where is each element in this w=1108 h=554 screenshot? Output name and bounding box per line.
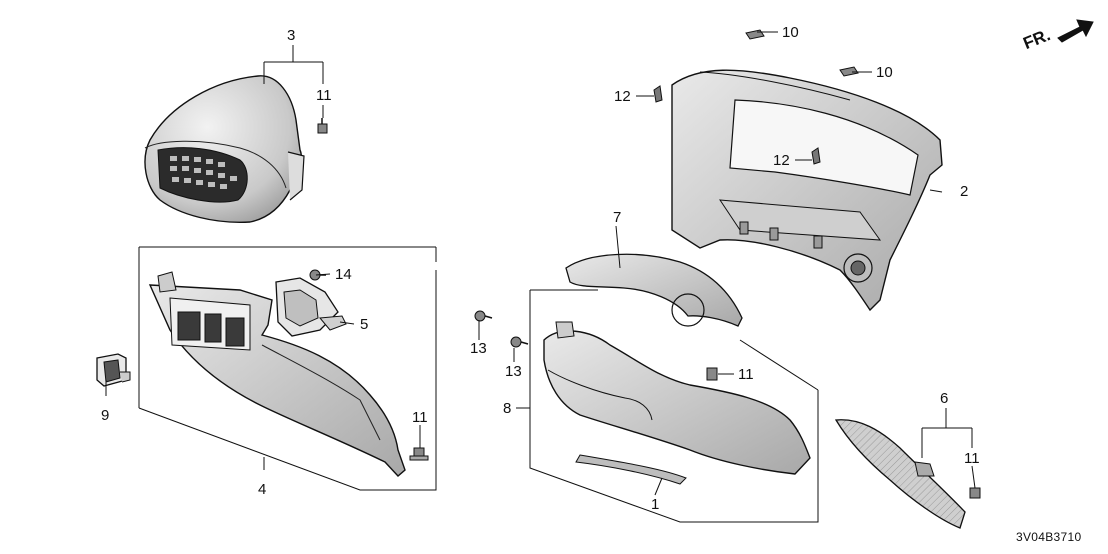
clip-10-a: [745, 29, 765, 40]
part-4-lower-panel: [148, 271, 406, 477]
part-5-bracket: [275, 277, 347, 337]
group-frame-lines: [138, 61, 973, 523]
callout-11-c: 11: [412, 409, 428, 426]
callout-10-a: 10: [782, 24, 799, 41]
clip-11-center: [706, 367, 718, 381]
callout-5: 5: [360, 316, 369, 333]
clip-12-b: [811, 147, 821, 165]
callout-12-b: 12: [773, 152, 790, 169]
part-9-clip: [96, 353, 131, 387]
clip-13-b: [510, 336, 529, 348]
part-6-side-cover: [834, 419, 966, 529]
callout-10-b: 10: [876, 64, 893, 81]
part-3-meter-visor: [144, 75, 305, 223]
callout-14: 14: [335, 266, 352, 283]
clip-10-b: [839, 66, 859, 77]
clip-11-left-lower: [409, 447, 429, 461]
callout-8: 8: [503, 400, 512, 417]
callout-11-d: 11: [964, 450, 980, 467]
leader-lines: [105, 31, 976, 496]
drawing-code: 3V04B3710: [1016, 530, 1082, 544]
callout-13-a: 13: [470, 340, 487, 357]
clip-11-top-left: [317, 118, 328, 134]
part-7-column-cover: [565, 253, 743, 327]
clip-13-a: [474, 310, 493, 322]
callout-6: 6: [940, 390, 949, 407]
callout-9: 9: [101, 407, 110, 424]
callout-11-b: 11: [738, 366, 754, 383]
clip-12-a: [653, 85, 663, 103]
callout-13-b: 13: [505, 363, 522, 380]
callout-12-a: 12: [614, 88, 631, 105]
callout-1: 1: [651, 496, 660, 513]
callout-11-a: 11: [316, 87, 332, 104]
part-2-instrument-upper: [671, 69, 943, 312]
callout-4: 4: [258, 481, 267, 498]
callout-2: 2: [960, 183, 969, 200]
front-direction-arrow-icon: [1057, 19, 1094, 43]
clip-11-right: [969, 487, 981, 499]
part-8-lower-dash: [543, 321, 811, 485]
callout-7: 7: [613, 209, 622, 226]
callout-3: 3: [287, 27, 296, 44]
